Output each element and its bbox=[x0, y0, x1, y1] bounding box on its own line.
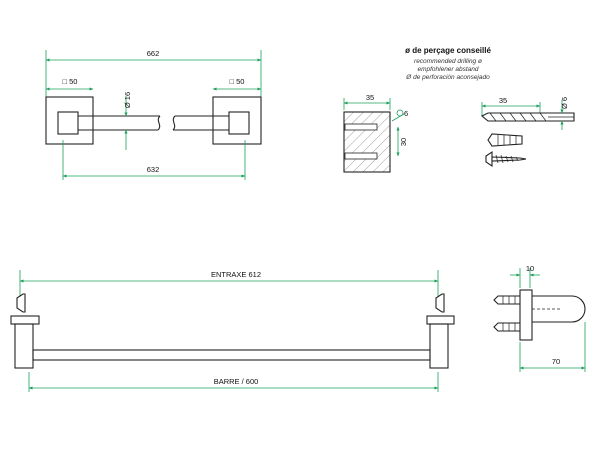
hole-spacing-label: 30 bbox=[399, 138, 408, 146]
barre-label: BARRE / 600 bbox=[214, 377, 259, 386]
right-mount bbox=[426, 293, 455, 369]
drill-diameter-label: Ø 6 bbox=[560, 97, 569, 109]
overall-dimension-label: 662 bbox=[147, 49, 160, 58]
drilling-note-line-1: recommended drilling ø bbox=[414, 58, 482, 65]
drill-hole-upper bbox=[344, 123, 378, 131]
towel-bar bbox=[32, 349, 431, 361]
side-wall-plate bbox=[519, 289, 533, 341]
right-plate-boss bbox=[228, 111, 250, 135]
left-screw-icon bbox=[16, 293, 26, 313]
wall-plug-icon bbox=[487, 133, 523, 147]
front-view: ENTRAXE 612 BARRE / 600 bbox=[10, 270, 455, 392]
side-view: 10 70 bbox=[493, 264, 586, 372]
screw-icon bbox=[485, 150, 527, 168]
wall-width-label: 35 bbox=[366, 93, 374, 102]
diameter-symbol-icon bbox=[396, 109, 404, 117]
left-mount-plate bbox=[10, 315, 40, 325]
bar-diameter-label: Ø 16 bbox=[123, 92, 132, 108]
left-mount-post bbox=[14, 323, 34, 369]
centers-dimension-label: 632 bbox=[147, 165, 160, 174]
right-screw-icon bbox=[435, 293, 445, 313]
projection-label: 70 bbox=[552, 357, 560, 366]
wall-block bbox=[343, 111, 391, 173]
lower-wall-plug-icon bbox=[493, 322, 523, 332]
bar-break-left bbox=[157, 115, 161, 131]
plate-thickness-label: 10 bbox=[526, 264, 534, 273]
entraxe-label: ENTRAXE 612 bbox=[211, 270, 261, 279]
right-mount-plate bbox=[426, 315, 455, 325]
upper-wall-plug-icon bbox=[493, 295, 523, 305]
hole-diameter-label: 6 bbox=[404, 109, 408, 118]
left-wall-plate bbox=[45, 96, 94, 145]
drilling-note-title: ø de perçage conseillé bbox=[405, 46, 491, 55]
wall-section-detail: 35 6 30 bbox=[343, 93, 408, 173]
plate-right-dimension-label: □ 50 bbox=[230, 77, 245, 86]
top-view: 662 □ 50 □ 50 Ø 16 632 bbox=[45, 49, 262, 180]
right-mount-post bbox=[429, 323, 449, 369]
right-wall-plate bbox=[212, 96, 262, 145]
left-mount bbox=[10, 293, 40, 369]
drilling-note-line-3: Ø de perforación aconsejado bbox=[405, 74, 490, 81]
plate-left-dimension-label: □ 50 bbox=[63, 77, 78, 86]
drilling-note: ø de perçage conseillé recommended drill… bbox=[405, 46, 491, 81]
drill-bit-icon bbox=[481, 112, 575, 122]
drill-hole-lower bbox=[344, 152, 378, 160]
bar-break-right bbox=[172, 115, 176, 131]
side-arm bbox=[532, 295, 586, 323]
drilling-note-line-2: empfohlener abstand bbox=[417, 66, 478, 73]
fixing-detail: 35 Ø 6 bbox=[481, 96, 575, 168]
drill-length-label: 35 bbox=[499, 96, 507, 105]
left-plate-boss bbox=[57, 111, 79, 135]
